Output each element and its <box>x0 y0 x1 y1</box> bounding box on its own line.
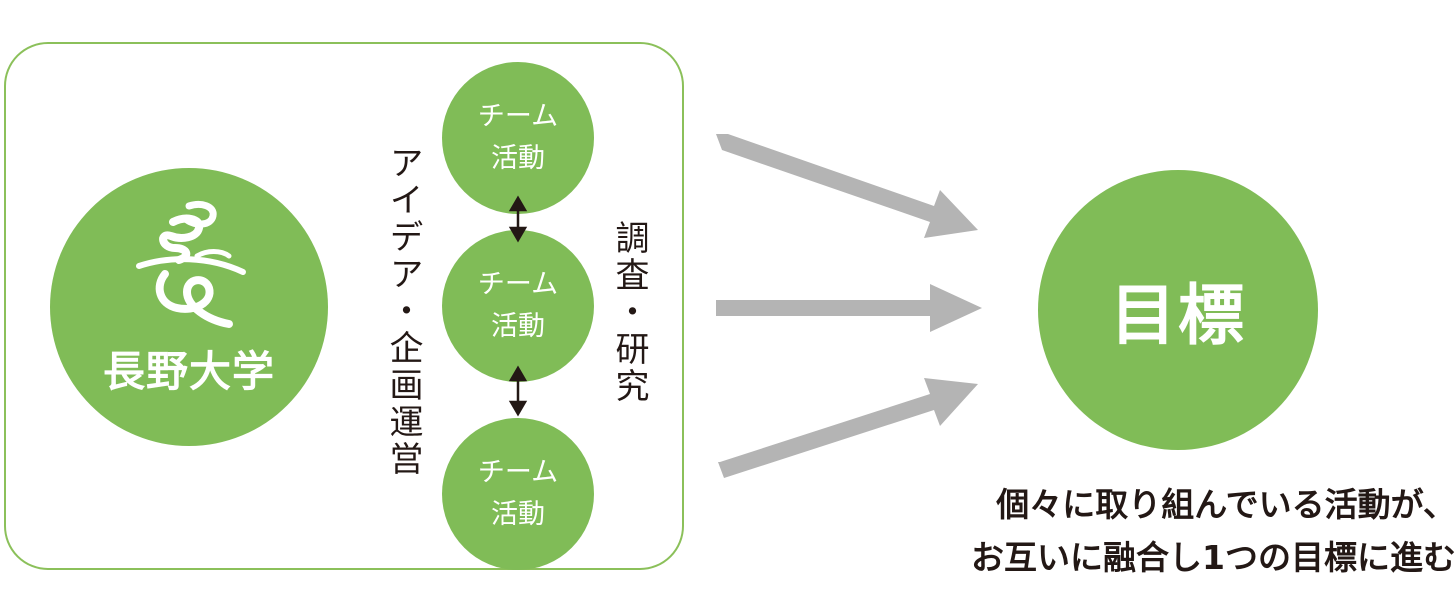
goal-label: 目標 <box>1110 277 1246 354</box>
caption: 個々に取り組んでいる活動が、 お互いに融合し1つの目標に進む <box>856 478 1456 584</box>
university-name: 長野大学 <box>102 347 275 396</box>
research-label: 調査・研究 <box>609 220 649 405</box>
arrow-to-goal-top <box>716 134 978 238</box>
caption-line: 個々に取り組んでいる活動が、 <box>996 485 1456 524</box>
double-arrow-icon <box>508 195 528 243</box>
nagano-university-logo-icon <box>136 200 246 328</box>
goal-circle: 目標 <box>1038 170 1318 450</box>
team-activity-circle: チーム 活動 <box>442 418 594 570</box>
team-activity-circle: チーム 活動 <box>442 230 594 382</box>
team-activity-label: チーム <box>477 101 559 132</box>
idea-planning-label: アイデア・企画運営 <box>383 145 423 478</box>
arrow-to-goal-bottom <box>718 378 978 478</box>
arrow-to-goal-middle <box>716 284 982 332</box>
university-circle: 長野大学 <box>50 168 328 446</box>
team-activity-label: 活動 <box>491 311 545 342</box>
double-arrow-icon <box>508 365 528 417</box>
team-activity-circle: チーム 活動 <box>442 62 594 214</box>
team-activity-label: チーム <box>477 269 559 300</box>
team-activity-label: 活動 <box>491 143 545 174</box>
caption-line: お互いに融合し1つの目標に進む <box>971 538 1456 577</box>
team-activity-label: 活動 <box>491 499 545 530</box>
team-activity-label: チーム <box>477 457 559 488</box>
